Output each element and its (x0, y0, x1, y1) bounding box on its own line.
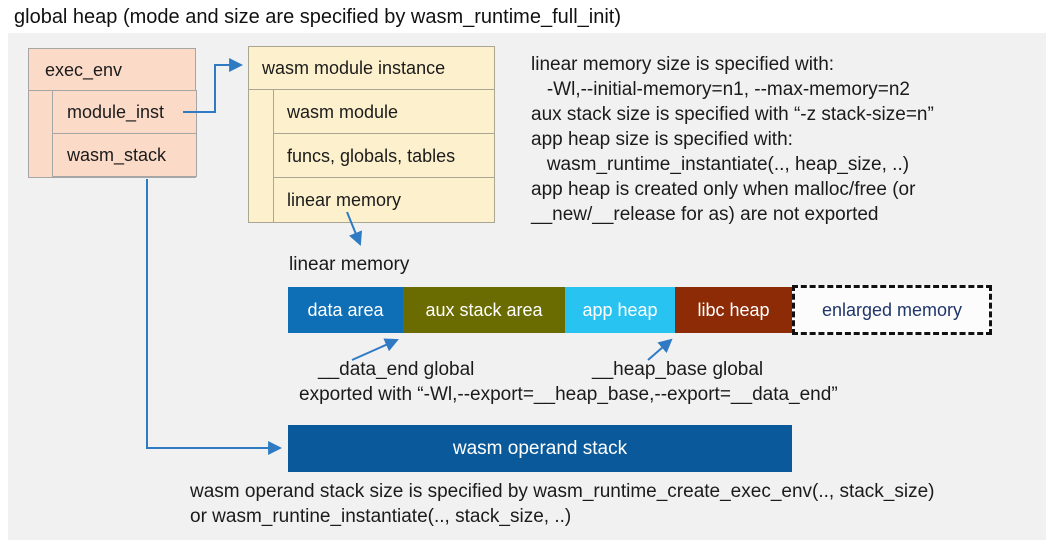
segment-libc-heap: libc heap (675, 287, 792, 333)
module-instance-header: wasm module instance (249, 47, 494, 90)
module-instance-row-linear-memory: linear memory (273, 177, 495, 223)
segment-aux-stack-area: aux stack area (403, 287, 565, 333)
note-line: __new/__release for as) are not exported (531, 204, 879, 225)
note-line: -Wl,--initial-memory=n1, --max-memory=n2 (531, 79, 910, 100)
note-line: app heap size is specified with: (531, 129, 793, 150)
module-instance-box: wasm module instance wasm module funcs, … (248, 46, 495, 223)
exec-env-box: exec_env module_inst wasm_stack (28, 48, 197, 178)
module-instance-row-funcs-globals-tables: funcs, globals, tables (273, 133, 495, 178)
segment-app-heap: app heap (565, 287, 675, 333)
note-line: app heap is created only when malloc/fre… (531, 179, 916, 200)
operand-stack-note-line-2: or wasm_runtine_instantiate(.., stack_si… (190, 506, 572, 527)
notes-right: linear memory size is specified with: -W… (531, 52, 934, 227)
exec-env-header: exec_env (29, 49, 195, 91)
wasm-operand-stack-bar: wasm operand stack (288, 425, 792, 472)
note-line: aux stack size is specified with “-z sta… (531, 104, 934, 125)
module-instance-row-wasm-module: wasm module (273, 89, 495, 134)
segment-data-area: data area (288, 287, 403, 333)
data-end-global-label: __data_end global (318, 359, 475, 380)
note-line: wasm_runtime_instantiate(.., heap_size, … (531, 154, 910, 175)
exec-env-row-wasm-stack: wasm_stack (52, 133, 197, 177)
linear-memory-label: linear memory (289, 254, 410, 275)
heap-base-global-label: __heap_base global (592, 359, 764, 380)
operand-stack-note-line-1: wasm operand stack size is specified by … (190, 481, 935, 502)
note-line: linear memory size is specified with: (531, 54, 835, 75)
segment-enlarged-memory: enlarged memory (792, 285, 992, 335)
exported-note: exported with “-Wl,--export=__heap_base,… (299, 384, 838, 405)
exec-env-row-module-inst: module_inst (52, 90, 197, 134)
diagram-title: global heap (mode and size are specified… (14, 6, 621, 28)
